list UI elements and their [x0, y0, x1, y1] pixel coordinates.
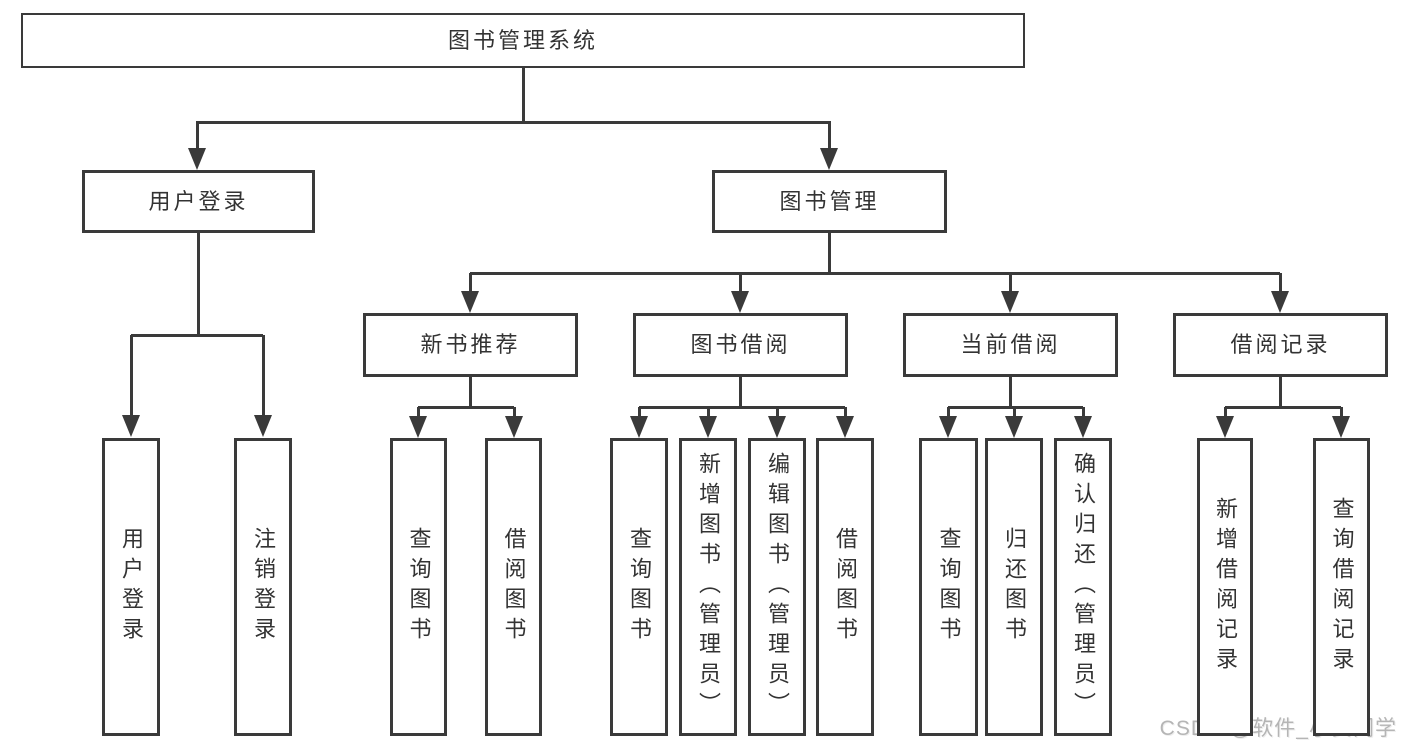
connector-line	[1223, 407, 1227, 420]
node-label-logout-action: 注销登录	[251, 527, 276, 647]
connector-line	[418, 405, 514, 409]
connector-line	[468, 377, 472, 409]
node-return-books: 归还图书	[985, 438, 1043, 736]
node-book-management: 图书管理	[712, 170, 947, 233]
arrow-down-icon	[820, 148, 838, 170]
node-user-login-action: 用户登录	[102, 438, 160, 736]
connector-line	[1008, 273, 1012, 295]
node-new-book-recommend: 新书推荐	[363, 313, 578, 377]
connector-line	[129, 335, 133, 419]
node-query-books-3: 查询图书	[919, 438, 978, 736]
node-current-borrowing: 当前借阅	[903, 313, 1118, 377]
connector-line	[195, 122, 199, 152]
arrow-down-icon	[1005, 416, 1023, 438]
connector-line	[1278, 273, 1282, 295]
node-borrow-books-2: 借阅图书	[816, 438, 874, 736]
arrow-down-icon	[461, 291, 479, 313]
arrow-down-icon	[1216, 416, 1234, 438]
node-label-add-books-admin: 新增图书（管理员）	[696, 452, 721, 722]
node-query-books-2: 查询图书	[610, 438, 668, 736]
node-label-current-borrowing: 当前借阅	[960, 332, 1061, 357]
node-label-user-login-action: 用户登录	[119, 527, 144, 647]
node-logout-action: 注销登录	[234, 438, 292, 736]
connector-line	[470, 271, 1280, 275]
node-query-books-1: 查询图书	[390, 438, 447, 736]
node-label-query-books-1: 查询图书	[406, 527, 432, 647]
connector-line	[827, 122, 831, 152]
node-label-library-system: 图书管理系统	[447, 27, 598, 53]
node-label-borrow-books-2: 借阅图书	[833, 527, 858, 647]
connector-line	[261, 335, 265, 419]
node-label-book-borrowing: 图书借阅	[690, 332, 791, 357]
arrow-down-icon	[836, 416, 854, 438]
node-confirm-return-admin: 确认归还（管理员）	[1054, 438, 1112, 736]
arrow-down-icon	[122, 415, 140, 437]
arrow-down-icon	[1074, 416, 1092, 438]
connector-line	[639, 405, 845, 409]
node-label-confirm-return-admin: 确认归还（管理员）	[1071, 452, 1096, 722]
arrow-down-icon	[731, 291, 749, 313]
node-add-books-admin: 新增图书（管理员）	[679, 438, 737, 736]
arrow-down-icon	[409, 416, 427, 438]
connector-line	[775, 407, 779, 420]
connector-line	[1278, 377, 1282, 409]
arrow-down-icon	[188, 148, 206, 170]
connector-line	[196, 233, 200, 337]
connector-line	[416, 407, 420, 420]
node-label-borrow-books-1: 借阅图书	[501, 527, 527, 647]
arrow-down-icon	[1001, 291, 1019, 313]
node-borrow-books-1: 借阅图书	[485, 438, 542, 736]
connector-line	[512, 407, 516, 420]
connector-line	[843, 407, 847, 420]
node-library-system: 图书管理系统	[21, 13, 1025, 68]
node-label-return-books: 归还图书	[1002, 527, 1027, 647]
node-borrowing-records: 借阅记录	[1173, 313, 1388, 377]
connector-line	[706, 407, 710, 420]
node-label-borrowing-records: 借阅记录	[1230, 332, 1331, 357]
node-label-query-borrow-record: 查询借阅记录	[1329, 497, 1355, 677]
node-label-add-borrow-record: 新增借阅记录	[1213, 497, 1238, 677]
node-label-user-login: 用户登录	[148, 188, 249, 214]
connector-line	[827, 233, 831, 275]
connector-line	[946, 407, 950, 420]
arrow-down-icon	[1271, 291, 1289, 313]
connector-line	[131, 333, 263, 337]
connector-line	[738, 273, 742, 295]
node-edit-books-admin: 编辑图书（管理员）	[748, 438, 806, 736]
node-label-edit-books-admin: 编辑图书（管理员）	[765, 452, 790, 722]
connector-line	[738, 377, 742, 409]
node-book-borrowing: 图书借阅	[633, 313, 848, 377]
connector-line	[468, 273, 472, 295]
connector-line	[1225, 405, 1341, 409]
connector-line	[637, 407, 641, 420]
arrow-down-icon	[768, 416, 786, 438]
connector-line	[521, 68, 525, 124]
connector-line	[196, 120, 831, 124]
node-label-new-book-recommend: 新书推荐	[420, 332, 521, 357]
node-label-book-management: 图书管理	[779, 188, 880, 214]
arrow-down-icon	[1332, 416, 1350, 438]
arrow-down-icon	[630, 416, 648, 438]
connector-line	[1081, 407, 1085, 420]
node-user-login: 用户登录	[82, 170, 315, 233]
arrow-down-icon	[505, 416, 523, 438]
connector-line	[1012, 407, 1016, 420]
arrow-down-icon	[939, 416, 957, 438]
node-label-query-books-2: 查询图书	[627, 527, 652, 647]
arrow-down-icon	[254, 415, 272, 437]
node-query-borrow-record: 查询借阅记录	[1313, 438, 1370, 736]
node-label-query-books-3: 查询图书	[936, 527, 962, 647]
node-add-borrow-record: 新增借阅记录	[1197, 438, 1253, 736]
arrow-down-icon	[699, 416, 717, 438]
connector-line	[1008, 377, 1012, 409]
connector-line	[1339, 407, 1343, 420]
connector-line	[948, 405, 1083, 409]
